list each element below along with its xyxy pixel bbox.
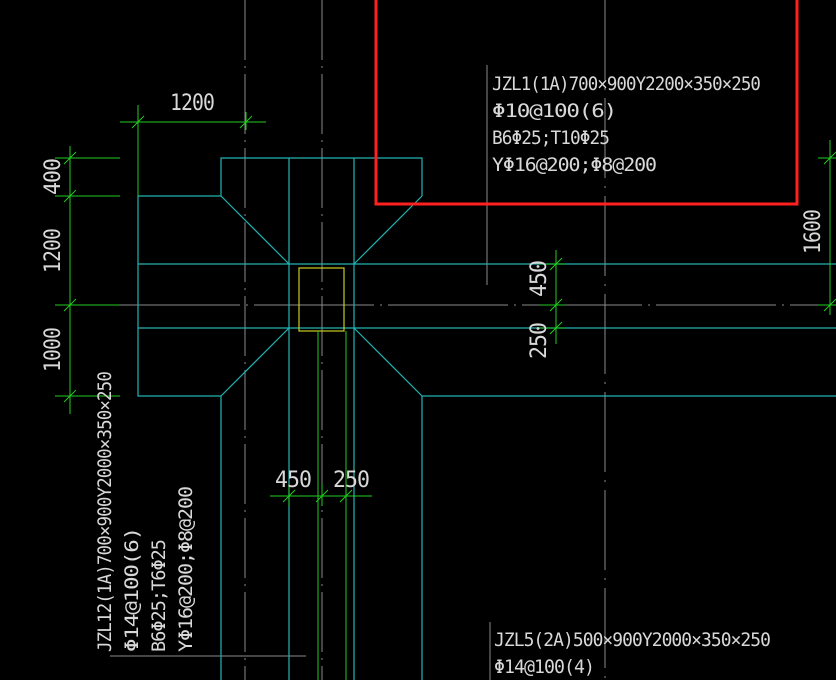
annotation-jzl5[interactable]: JZL5(2A)500×900Y2000×350×250 Φ14@100(4)	[494, 629, 772, 678]
dim-bottom-tick-1	[282, 489, 296, 503]
jzl1-line4: YΦ16@200;Φ8@200	[492, 154, 657, 176]
beam-outlines	[137, 157, 836, 680]
jzl12-line4: YΦ16@200;Φ8@200	[175, 486, 197, 652]
highlight-box[interactable]	[374, 0, 799, 206]
dim-right-1600-label: 1600	[801, 210, 826, 254]
dim-bottom-tick-3	[339, 489, 353, 503]
jzl12-line3: B6Φ25;T6Φ25	[148, 540, 170, 652]
dim-mid-tick-3	[549, 321, 563, 335]
jzl12-line1: JZL12(1A)700×900Y2000×350×250	[94, 371, 116, 652]
annotation-jzl12[interactable]: JZL12(1A)700×900Y2000×350×250 Φ14@100(6)…	[94, 371, 197, 652]
axis-lines	[110, 0, 836, 680]
jzl12-line2: Φ14@100(6)	[121, 528, 143, 652]
dim-top-tick-left	[131, 115, 145, 129]
dimension-lines	[55, 105, 836, 506]
dim-bottom-250-label: 250	[333, 468, 369, 493]
dim-bottom-450-label: 450	[275, 468, 311, 493]
dim-left-tick-2	[63, 189, 77, 203]
jzl5-line1: JZL5(2A)500×900Y2000×350×250	[494, 629, 771, 651]
jzl1-line2: Φ10@100(6)	[492, 100, 616, 122]
dim-mid-450-label: 450	[527, 261, 552, 297]
dim-mid-tick-2	[549, 298, 563, 312]
dim-right-tick-2	[823, 298, 836, 312]
dim-right-tick-1	[823, 151, 836, 165]
dim-left-400-label: 400	[41, 159, 66, 195]
dim-top-width-label: 1200	[170, 91, 214, 116]
dim-bottom-tick-2	[315, 489, 329, 503]
dimension-labels: 1200 400 1200 1000 1600 450 250 450 250	[41, 91, 826, 493]
dim-left-tick-1	[63, 151, 77, 165]
jzl5-line2: Φ14@100(4)	[494, 656, 594, 678]
dim-left-tick-3	[63, 298, 77, 312]
column-rect[interactable]	[298, 267, 345, 332]
dim-left-1000-label: 1000	[41, 328, 66, 372]
right-haunch-lower	[353, 327, 423, 397]
annotation-jzl1[interactable]: JZL1(1A)700×900Y2200×350×250 Φ10@100(6) …	[492, 73, 762, 176]
right-haunch-upper	[353, 195, 423, 265]
jzl1-line3: B6Φ25;T10Φ25	[492, 127, 609, 149]
left-haunch-upper	[220, 195, 290, 265]
dim-top-tick-right	[239, 115, 253, 129]
dim-left-tick-4	[63, 389, 77, 403]
dim-left-1200-label: 1200	[41, 229, 66, 273]
top-cap-outline	[220, 157, 423, 196]
dim-mid-250-label: 250	[527, 323, 552, 359]
left-cap-outline	[137, 195, 221, 397]
jzl1-line1: JZL1(1A)700×900Y2200×350×250	[492, 73, 761, 95]
left-haunch-lower	[220, 327, 290, 397]
dim-mid-tick-1	[549, 257, 563, 271]
